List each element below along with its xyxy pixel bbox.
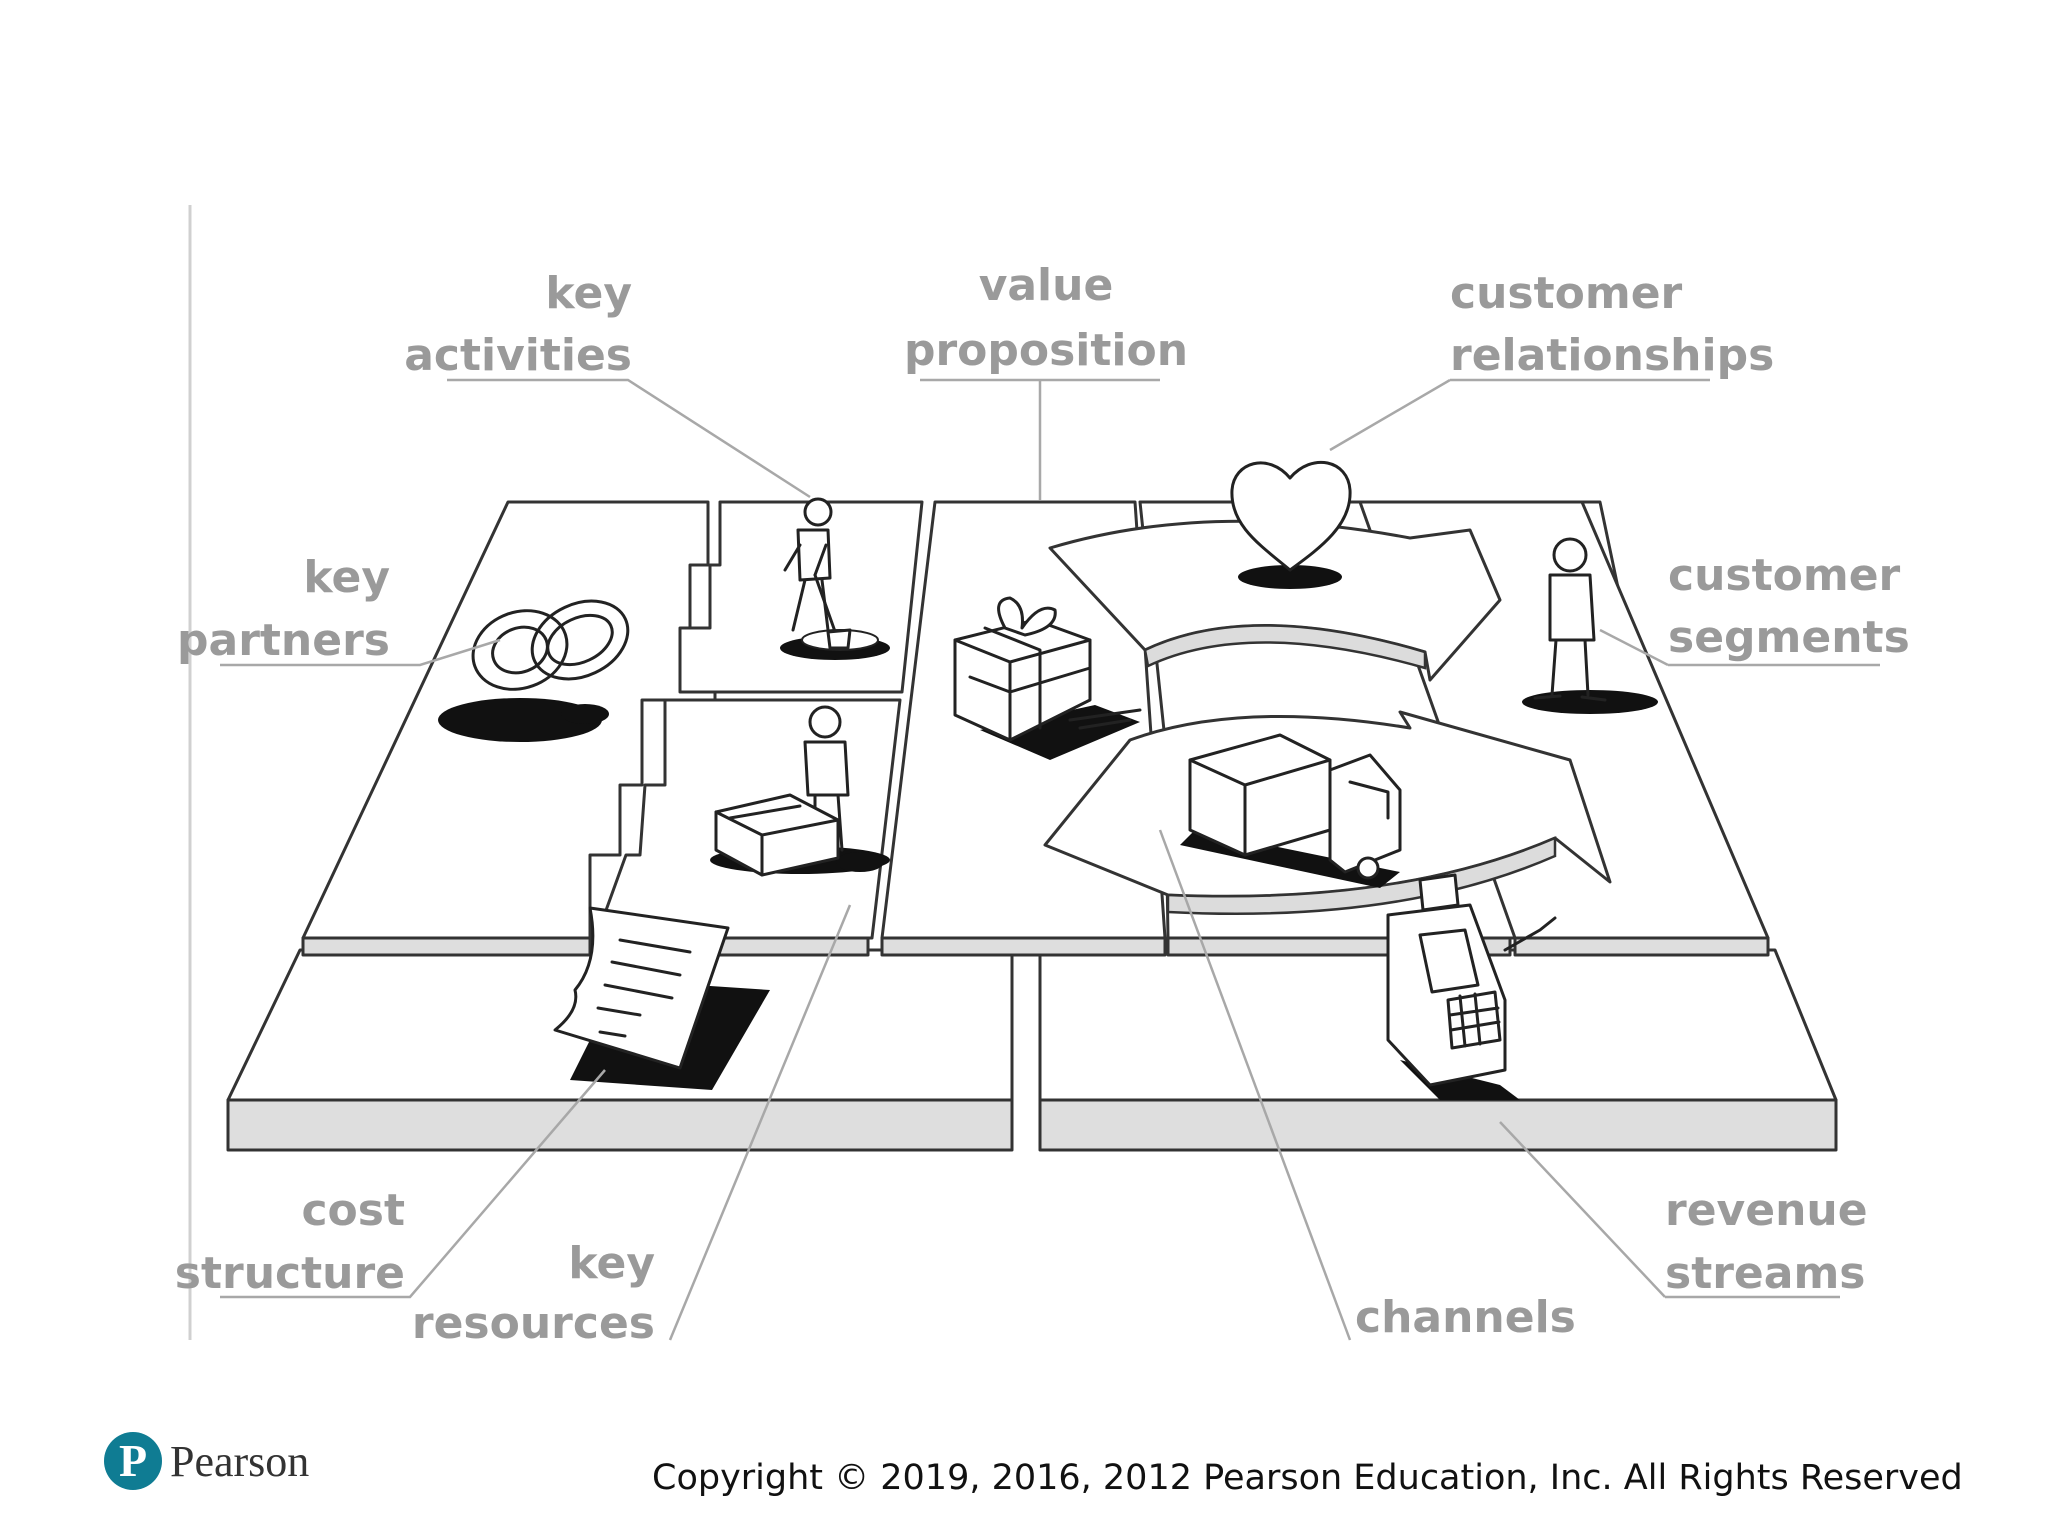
cost-structure-label: cost structure <box>175 1185 405 1299</box>
cost-structure-label-line2: structure <box>175 1248 405 1299</box>
value-proposition-label-line1: value <box>979 260 1114 311</box>
revenue-streams-label: revenue streams <box>1665 1185 1868 1299</box>
worker-with-package-icon <box>710 705 890 877</box>
contract-document-icon <box>553 906 770 1090</box>
pearson-logo: P Pearson <box>104 1432 309 1490</box>
gift-box-icon <box>953 596 1142 760</box>
digging-person-icon <box>780 497 890 660</box>
customer-relationships-label-line2: relationships <box>1450 330 1774 381</box>
pearson-logo-mark: P <box>104 1432 162 1490</box>
revenue-streams-label-line2: streams <box>1665 1248 1866 1299</box>
channels-label-line1: channels <box>1355 1292 1576 1343</box>
rings-icon <box>438 599 630 742</box>
relationship-arrow <box>1048 519 1502 682</box>
key-partners-label-line1: key <box>303 552 390 603</box>
customer-segments-label-line1: customer <box>1668 550 1901 601</box>
key-activities-label-line2: activities <box>404 330 632 381</box>
customer-segments-label-line2: segments <box>1668 612 1910 663</box>
customer-segments-label: customer segments <box>1668 550 1910 663</box>
heart-icon <box>1230 460 1352 589</box>
leader-lines <box>220 378 1880 1341</box>
delivery-truck-icon <box>1180 733 1402 888</box>
value-proposition-label: value proposition <box>904 260 1188 376</box>
key-activities-label: key activities <box>404 268 632 381</box>
key-resources-label-line1: key <box>568 1238 655 1289</box>
cash-register-icon <box>1386 873 1557 1100</box>
key-activities-label-line1: key <box>545 268 632 319</box>
person-standing-icon <box>1522 537 1658 714</box>
cost-structure-label-line1: cost <box>301 1185 405 1236</box>
key-partners-label-line2: partners <box>177 615 390 666</box>
key-partners-label: key partners <box>177 552 390 666</box>
pearson-logo-text: Pearson <box>170 1436 310 1486</box>
customer-relationships-label-line1: customer <box>1450 268 1683 319</box>
channels-label: channels <box>1355 1292 1576 1343</box>
revenue-streams-label-line1: revenue <box>1665 1185 1868 1236</box>
key-resources-label-line2: resources <box>412 1298 655 1349</box>
copyright-notice: Copyright © 2019, 2016, 2012 Pearson Edu… <box>652 1458 1963 1498</box>
value-proposition-label-line2: proposition <box>904 325 1188 376</box>
key-resources-label: key resources <box>412 1238 655 1349</box>
customer-relationships-label: customer relationships <box>1450 268 1774 381</box>
